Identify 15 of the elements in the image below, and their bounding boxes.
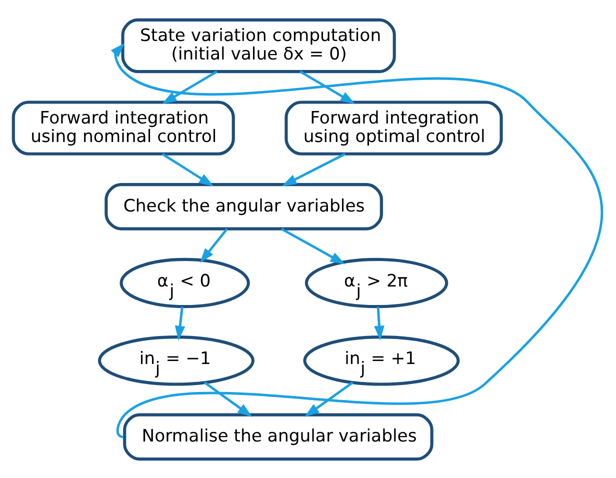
arrow: [204, 380, 252, 416]
node-box: Forward integration using nominal control: [12, 100, 235, 155]
arrow: [374, 306, 384, 340]
node-box: Forward integration using optimal control: [284, 100, 503, 155]
node-box: Check the angular variables: [104, 182, 383, 230]
arrow: [304, 380, 354, 416]
arrow: [174, 306, 186, 340]
arrow: [282, 152, 346, 186]
arrow: [200, 228, 228, 262]
node-box: Normalise the angular variables: [123, 412, 434, 460]
arrow: [162, 152, 214, 186]
arrow: [300, 70, 356, 104]
arrow: [162, 70, 218, 104]
arrow: [280, 227, 346, 264]
node-box: State variation computation (initial value δx = 0): [121, 18, 396, 73]
